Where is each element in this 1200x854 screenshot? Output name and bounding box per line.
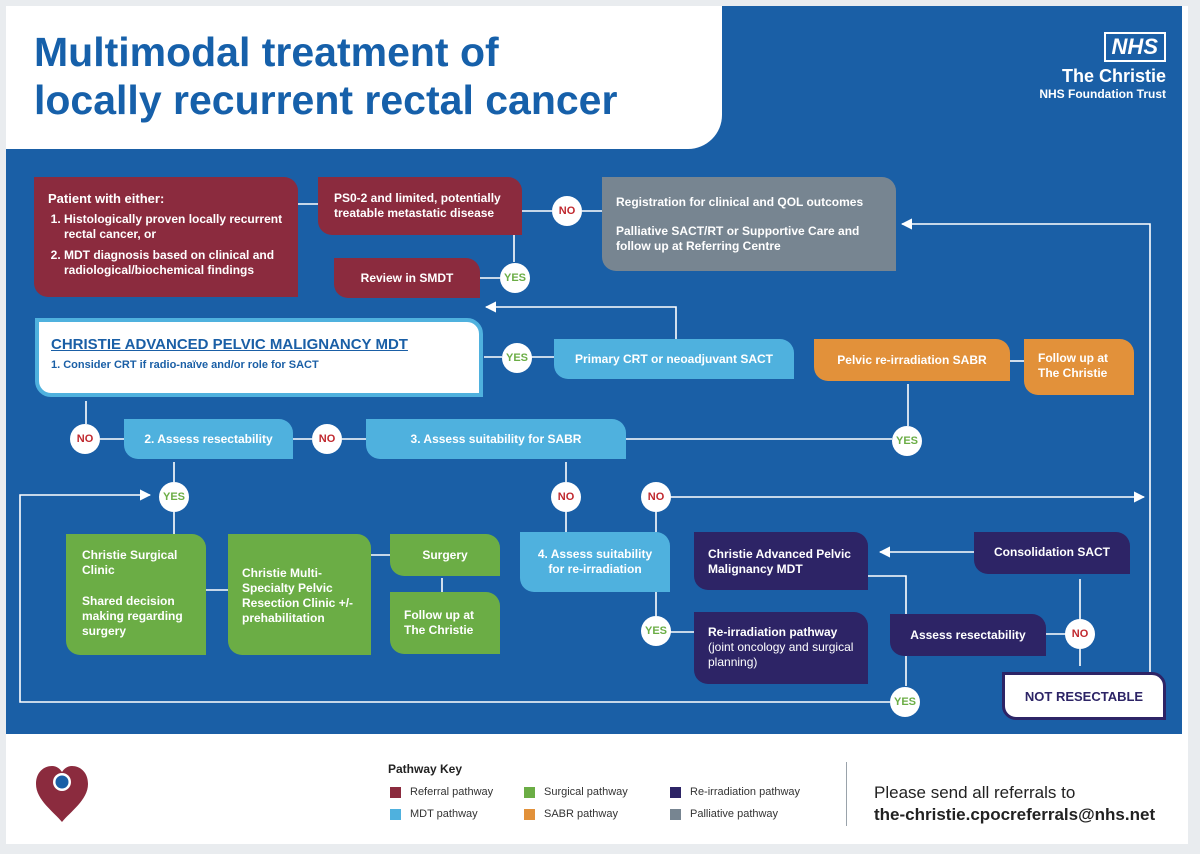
patient-criteria-list: Histologically proven locally recurrent … [48,212,284,278]
no-circle: NO [1065,619,1095,649]
connector-lines [19,203,1151,703]
key-swatch [390,808,401,820]
assess-resectability-2-text: Assess resectability [910,627,1026,642]
key-label: Referral pathway [410,786,494,798]
title-line-2: locally recurrent rectal cancer [34,77,618,123]
referral-email[interactable]: the-christie.cpocreferrals@nhs.net [874,805,1156,824]
org-subtitle: NHS Foundation Trust [1039,87,1166,101]
registration-text: Registration for clinical and QOL outcom… [616,195,864,209]
nhs-logo: NHS [1103,32,1166,62]
ps-metastatic-box: PS0-2 and limited, potentially treatable… [318,177,522,235]
patient-criteria-box: Patient with either: Histologically prov… [34,177,298,297]
key-swatch [524,786,535,798]
key-label: Palliative pathway [690,808,779,820]
key-surgical: Surgical pathway [524,786,628,798]
footer-divider [846,762,847,826]
key-label: MDT pathway [410,808,478,820]
pelvic-sabr-text: Pelvic re-irradiation SABR [837,352,987,367]
assess-reirradiation-box: 4. Assess suitability for re-irradiation [520,532,670,592]
christie-mdt-box: CHRISTIE ADVANCED PELVIC MALIGNANCY MDT … [35,318,483,397]
assess-resectability-box: 2. Assess resectability [124,419,293,459]
key-palliative: Palliative pathway [670,808,778,820]
ps-metastatic-text: PS0-2 and limited, potentially treatable… [334,191,501,220]
no-circle: NO [551,482,581,512]
infographic-page: Multimodal treatment of locally recurren… [6,6,1188,844]
patient-heading: Patient with either: [48,191,165,206]
yes-circle: YES [892,426,922,456]
key-mdt: MDT pathway [390,808,478,820]
yes-circle: YES [500,263,530,293]
yes-circle: YES [502,343,532,373]
review-smdt-box: Review in SMDT [334,258,480,298]
multi-specialty-text: Christie Multi-Specialty Pelvic Resectio… [242,566,354,625]
key-swatch [670,786,681,798]
yes-circle: YES [159,482,189,512]
key-label: SABR pathway [544,808,618,820]
reirradiation-pathway-text: (joint oncology and surgical planning) [708,640,854,669]
follow-up-surgery-text: Follow up at The Christie [404,608,474,637]
patient-criterion: MDT diagnosis based on clinical and radi… [64,248,284,278]
key-referral: Referral pathway [390,786,493,798]
key-swatch [670,808,681,820]
page-title: Multimodal treatment of locally recurren… [34,28,617,124]
surgical-clinic-title: Christie Surgical Clinic [82,548,178,577]
assess-sabr-box: 3. Assess suitability for SABR [366,419,626,459]
no-circle: NO [312,424,342,454]
title-panel: Multimodal treatment of locally recurren… [6,6,722,149]
assess-resectability-2-box: Assess resectability [890,614,1046,656]
christie-heart-logo-icon [36,766,88,822]
surgical-clinic-box: Christie Surgical Clinic Shared decision… [66,534,206,655]
nhs-christie-logo: NHS The Christie NHS Foundation Trust [1039,32,1166,102]
no-circle: NO [641,482,671,512]
consolidation-sact-text: Consolidation SACT [994,545,1110,559]
title-line-1: Multimodal treatment of [34,29,499,75]
referral-info: Please send all referrals to the-christi… [874,782,1155,826]
key-swatch [390,786,401,798]
pathway-key-title: Pathway Key [388,762,463,776]
consolidation-sact-box: Consolidation SACT [974,532,1130,574]
no-circle: NO [70,424,100,454]
primary-crt-box: Primary CRT or neoadjuvant SACT [554,339,794,379]
apm-mdt-text: Christie Advanced Pelvic Malignancy MDT [708,547,851,576]
mdt-item: 1. Consider CRT if radio-naïve and/or ro… [51,359,319,371]
assess-resectability-text: 2. Assess resectability [144,431,273,446]
yes-circle: YES [890,687,920,717]
primary-crt-text: Primary CRT or neoadjuvant SACT [574,351,774,366]
no-circle: NO [552,196,582,226]
surgery-text: Surgery [422,547,468,562]
assess-sabr-text: 3. Assess suitability for SABR [410,431,582,446]
registration-box: Registration for clinical and QOL outcom… [602,177,896,271]
follow-up-surgery-box: Follow up at The Christie [390,592,500,654]
assess-reirradiation-text: 4. Assess suitability for re-irradiation [537,547,653,576]
surgery-box: Surgery [390,534,500,576]
key-reirradiation: Re-irradiation pathway [670,786,800,798]
reirradiation-pathway-title: Re-irradiation pathway [708,625,838,639]
org-name: The Christie [1061,66,1166,86]
key-label: Re-irradiation pathway [690,786,801,798]
follow-up-christie-box: Follow up at The Christie [1024,339,1134,395]
mdt-title: CHRISTIE ADVANCED PELVIC MALIGNANCY MDT [51,336,408,353]
multi-specialty-box: Christie Multi-Specialty Pelvic Resectio… [228,534,371,655]
apm-mdt-box: Christie Advanced Pelvic Malignancy MDT [694,532,868,590]
key-sabr: SABR pathway [524,808,618,820]
not-resectable-box: NOT RESECTABLE [1002,672,1166,720]
patient-criterion: Histologically proven locally recurrent … [64,212,284,242]
follow-up-christie-text: Follow up at The Christie [1038,351,1108,380]
key-label: Surgical pathway [544,786,628,798]
key-swatch [524,808,535,820]
palliative-text: Palliative SACT/RT or Supportive Care an… [616,224,860,253]
review-smdt-text: Review in SMDT [360,270,454,285]
referral-text: Please send all referrals to [874,783,1076,802]
reirradiation-pathway-box: Re-irradiation pathway (joint oncology a… [694,612,868,684]
pelvic-sabr-box: Pelvic re-irradiation SABR [814,339,1010,381]
yes-circle: YES [641,616,671,646]
surgical-clinic-text: Shared decision making regarding surgery [82,594,183,638]
